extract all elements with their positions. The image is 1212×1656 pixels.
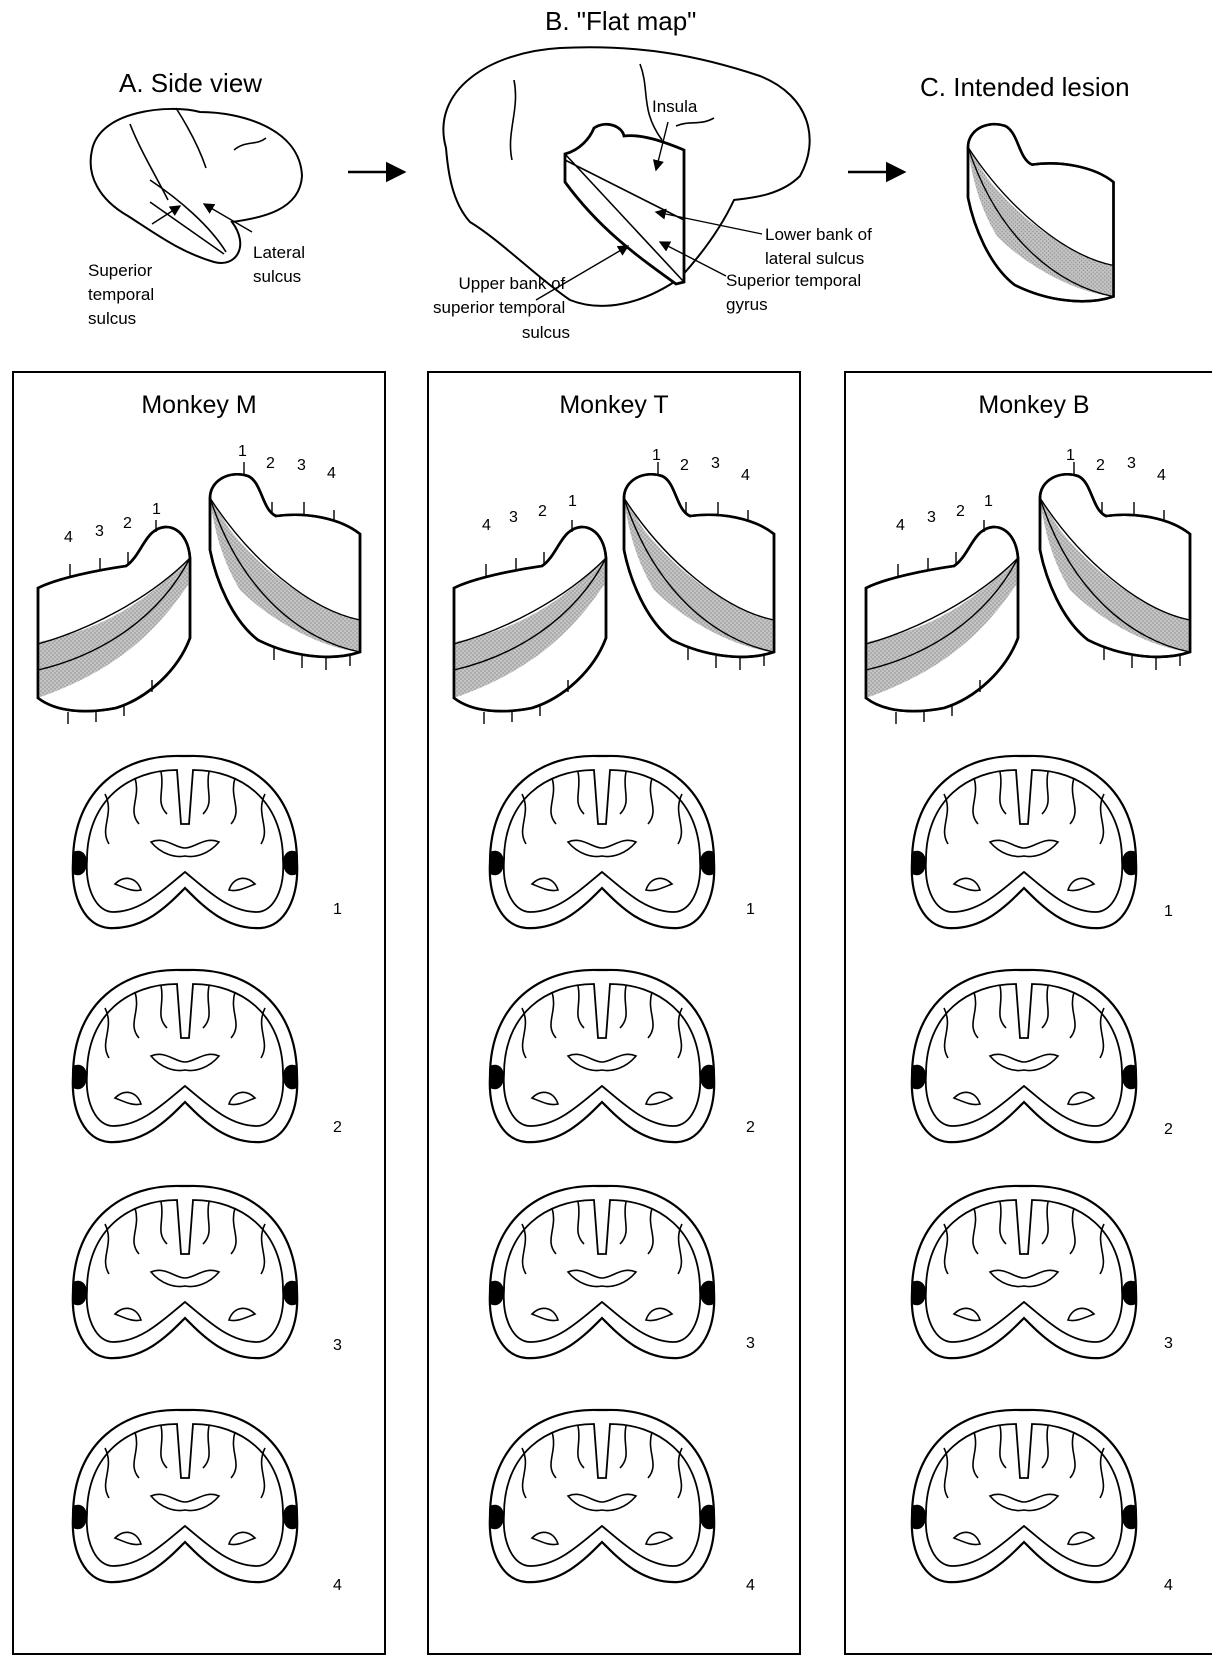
monkey-m-section-1: [73, 756, 297, 928]
monkey-panel-t: Monkey T 4 3 2 1 1 2 3 4 1 2 3 4: [428, 372, 800, 1654]
monkey-b-flat-left-numbers: 4 3 2 1: [896, 493, 993, 534]
monkey-t-section-3-number: 3: [746, 1335, 755, 1352]
label-upper-bank: Upper bank of superior temporal sulcus: [433, 274, 570, 342]
monkey-m-flatmap-left: [38, 520, 190, 724]
monkey-m-section-2-number: 2: [333, 1119, 342, 1136]
monkey-b-flatmap-right: [1040, 462, 1190, 670]
intended-lesion-map: [968, 124, 1114, 301]
monkey-b-section-2-number: 2: [1164, 1121, 1173, 1138]
monkey-m-flat-right-numbers: 1 2 3 4: [238, 443, 336, 482]
monkey-m-flatmap-right: [210, 462, 360, 670]
monkey-panel-m: Monkey M 4 3 2 1 1 2 3 4 1 2 3 4: [13, 372, 385, 1654]
monkey-m-section-4-number: 4: [333, 1577, 342, 1594]
label-lateral-sulcus: Lateral sulcus: [253, 243, 310, 286]
monkey-t-section-1-number: 1: [746, 901, 755, 918]
monkey-m-section-2: [73, 970, 297, 1142]
label-insula: Insula: [652, 97, 698, 116]
monkey-b-section-4: [912, 1410, 1136, 1582]
monkey-b-section-3: [912, 1186, 1136, 1358]
monkey-t-section-2: [490, 970, 714, 1142]
label-lower-bank: Lower bank of lateral sulcus: [765, 225, 877, 268]
monkey-t-section-4-number: 4: [746, 1577, 755, 1594]
monkey-m-section-3-number: 3: [333, 1337, 342, 1354]
side-view-brain: [91, 109, 302, 263]
panel-c-title: C. Intended lesion: [920, 72, 1130, 102]
panel-c: C. Intended lesion: [920, 72, 1130, 301]
panel-a-title: A. Side view: [119, 68, 262, 98]
monkey-t-flatmap-right: [624, 462, 774, 670]
monkey-t-flatmap-left: [454, 520, 606, 724]
label-superior-temporal-sulcus: Superior temporal sulcus: [88, 261, 159, 328]
monkey-b-flatmap-left: [866, 520, 1018, 724]
panel-b-title: B. "Flat map": [545, 6, 696, 36]
monkey-t-section-4: [490, 1410, 714, 1582]
monkey-b-section-1: [912, 756, 1136, 928]
monkey-b-section-4-number: 4: [1164, 1577, 1173, 1594]
monkey-b-section-2: [912, 970, 1136, 1142]
monkey-t-flat-left-numbers: 4 3 2 1: [482, 493, 577, 534]
monkey-b-section-3-number: 3: [1164, 1335, 1173, 1352]
panel-b: B. "Flat map" Insula Lower bank of later…: [433, 6, 877, 342]
monkey-m-section-3: [73, 1186, 297, 1358]
monkey-m-section-4: [73, 1410, 297, 1582]
label-superior-temporal-gyrus: Superior temporal gyrus: [726, 271, 866, 314]
monkey-t-section-3: [490, 1186, 714, 1358]
monkey-panel-b: Monkey B 4 3 2 1 1 2 3 4 1 2 3 4: [845, 372, 1212, 1654]
monkey-m-title: Monkey M: [141, 391, 256, 419]
monkey-m-section-1-number: 1: [333, 901, 342, 918]
monkey-b-title: Monkey B: [978, 391, 1089, 419]
monkey-t-section-1: [490, 756, 714, 928]
monkey-t-section-2-number: 2: [746, 1119, 755, 1136]
monkey-t-title: Monkey T: [559, 391, 668, 419]
panel-a: A. Side view Superior temporal sulcus La…: [88, 68, 310, 328]
monkey-b-section-1-number: 1: [1164, 903, 1173, 920]
